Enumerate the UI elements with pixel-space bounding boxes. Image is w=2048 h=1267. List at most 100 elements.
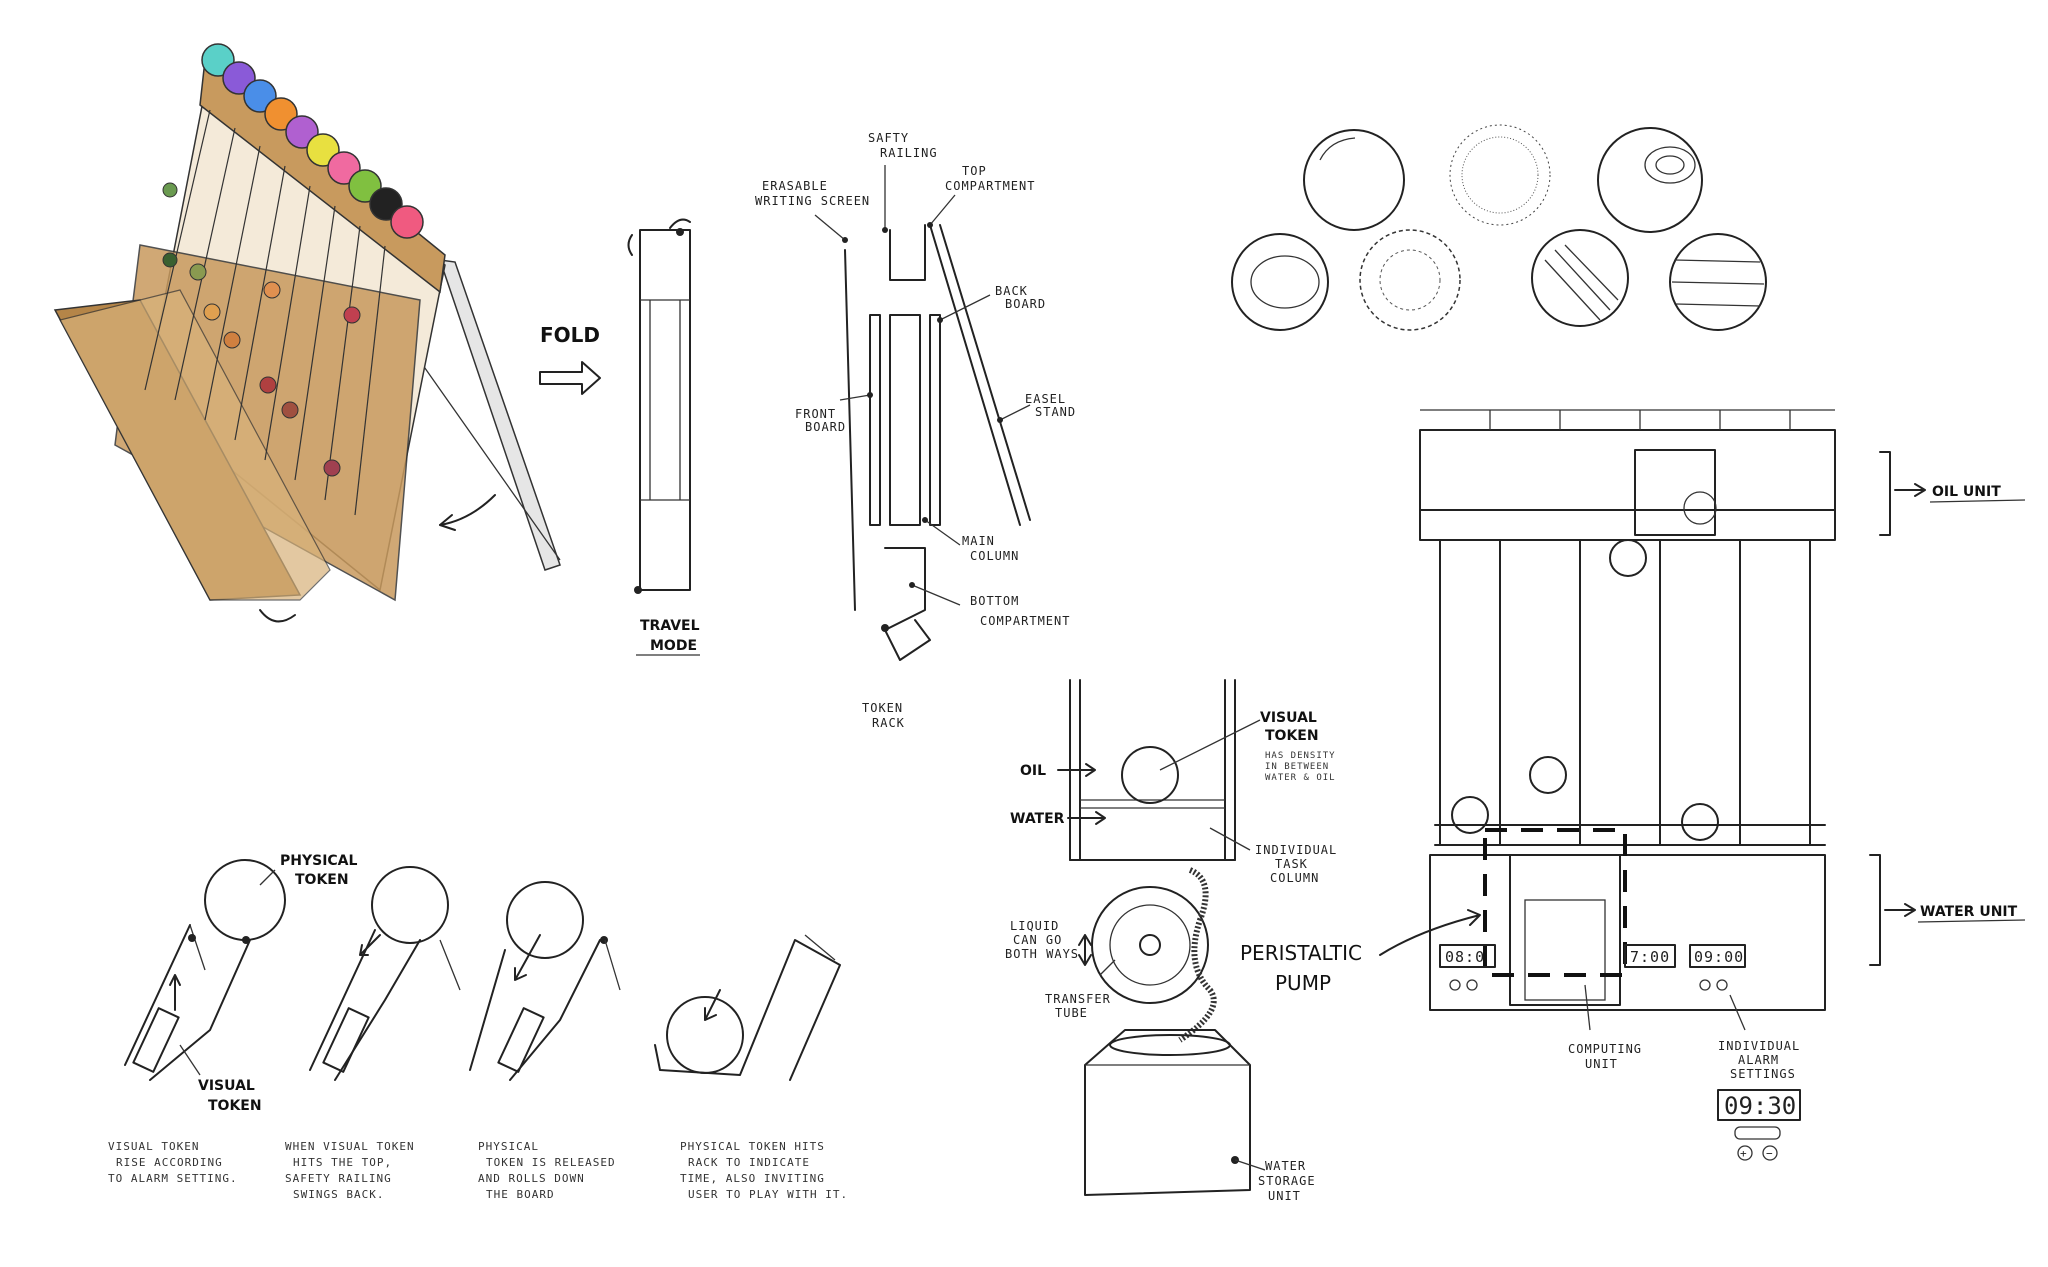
- alarm-settings-label-2: ALARM: [1738, 1053, 1779, 1067]
- computing-unit-label-2: UNIT: [1585, 1057, 1618, 1071]
- sequence-step-2: [309, 866, 461, 1081]
- sequence-step-1: PHYSICAL TOKEN VISUAL TOKEN: [124, 853, 358, 1114]
- water-storage-label-2: STORAGE: [1258, 1174, 1316, 1188]
- liquid-note-2: CAN GO: [1013, 933, 1062, 947]
- water-storage-label-1: WATER: [1265, 1159, 1306, 1173]
- minus-icon: [1762, 1145, 1778, 1161]
- sequence-caption-line: TIME, ALSO INVITING: [680, 1172, 825, 1185]
- erasable-screen-label-2: WRITING SCREEN: [755, 194, 870, 208]
- sequence-caption-line: PHYSICAL: [478, 1140, 539, 1153]
- back-board-label-1: BACK: [995, 284, 1028, 298]
- visual-token-label-1: VISUAL: [198, 1078, 255, 1094]
- alarm-display-2: 7:00: [1624, 944, 1676, 968]
- sequence-caption-line: TOKEN IS RELEASED: [486, 1156, 616, 1169]
- sequence-caption-line: SAFETY RAILING: [285, 1172, 392, 1185]
- transfer-tube: [1178, 867, 1217, 1043]
- alarm-sequence: PHYSICAL TOKEN VISUAL TOKEN: [108, 853, 848, 1201]
- sequence-caption-line: USER TO PLAY WITH IT.: [688, 1188, 848, 1201]
- top-compartment-label-1: TOP: [962, 164, 987, 178]
- clear-sphere: [1231, 233, 1329, 331]
- bottom-compartment-label-2: COMPARTMENT: [980, 614, 1070, 628]
- back-board-part: [929, 314, 941, 526]
- easel-stand-label-1: EASEL: [1025, 392, 1066, 406]
- easel-stand-part: [929, 224, 1021, 526]
- pump-diagram: OIL WATER VISUAL TOKEN HAS DENSITY IN BE…: [1005, 679, 1481, 1203]
- fold-label: FOLD: [540, 323, 600, 347]
- easel-stand-label-2: STAND: [1035, 405, 1076, 419]
- alarm-setting-detail: 09:30 + −: [1717, 1089, 1801, 1161]
- token-rack-label-1: TOKEN: [862, 701, 903, 715]
- front-board-label-1: FRONT: [795, 407, 836, 421]
- glass-sphere: [1303, 129, 1405, 231]
- wood-grain-sphere: [1597, 127, 1703, 233]
- sequence-caption-line: SWINGS BACK.: [293, 1188, 384, 1201]
- water-unit-label: WATER UNIT: [1920, 904, 2018, 920]
- sequence-caption-line: PHYSICAL TOKEN HITS: [680, 1140, 825, 1153]
- oil-label: OIL: [1020, 763, 1046, 779]
- back-board-label-2: BOARD: [1005, 297, 1046, 311]
- hatched-sphere: [1531, 229, 1629, 327]
- water-storage-label-3: UNIT: [1268, 1189, 1301, 1203]
- bottom-compartment-part: [884, 547, 926, 631]
- bumpy-sphere: [1359, 229, 1461, 331]
- cutaway-unit: 08:0 7:00 09:00 OIL UNIT WATER UNIT COMP…: [1419, 409, 2026, 1161]
- fold-indicator: FOLD: [539, 323, 601, 395]
- peristaltic-label-2: PUMP: [1275, 971, 1331, 995]
- density-note-1: HAS DENSITY: [1265, 751, 1336, 761]
- transfer-tube-label-1: TRANSFER: [1045, 992, 1111, 1006]
- top-compartment-part: [889, 224, 926, 281]
- sequence-caption-line: VISUAL TOKEN: [108, 1140, 199, 1153]
- svg-text:08:0: 08:0: [1445, 948, 1485, 966]
- fuzzy-sphere: [1449, 124, 1551, 226]
- liquid-note-1: LIQUID: [1010, 919, 1059, 933]
- sequence-caption-line: TO ALARM SETTING.: [108, 1172, 238, 1185]
- svg-text:7:00: 7:00: [1630, 948, 1670, 966]
- svg-text:09:00: 09:00: [1694, 948, 1744, 966]
- safety-railing-label-1: SAFTY: [868, 131, 909, 145]
- front-board-label-2: BOARD: [805, 420, 846, 434]
- transfer-tube-label-2: TUBE: [1055, 1006, 1088, 1020]
- alarm-display-3: 09:00: [1689, 944, 1746, 991]
- big-alarm-display: 09:30: [1724, 1092, 1796, 1120]
- oil-unit-label: OIL UNIT: [1932, 484, 2001, 500]
- token-texture-studies: [1231, 124, 1767, 331]
- top-compartment-label-2: COMPARTMENT: [945, 179, 1035, 193]
- visual-token-ball: [1121, 746, 1179, 804]
- erasable-screen-part: [844, 249, 856, 611]
- main-column-part: [889, 314, 921, 526]
- sequence-step-3: [469, 881, 621, 1081]
- travel-mode-sketch: TRAVEL MODE: [627, 218, 700, 656]
- alarm-display-1: 08:0: [1439, 944, 1496, 991]
- arrow-right-icon: [539, 361, 601, 395]
- computing-highlight: [1483, 828, 1627, 977]
- physical-token-label-1: PHYSICAL: [280, 853, 358, 869]
- exploded-view: SAFTY RAILING ERASABLE WRITING SCREEN TO…: [755, 131, 1076, 730]
- visual-token-label-2: TOKEN: [208, 1098, 262, 1114]
- svg-text:+: +: [1740, 1147, 1748, 1160]
- physical-token-label-2: TOKEN: [295, 872, 349, 888]
- sequence-caption-line: AND ROLLS DOWN: [478, 1172, 585, 1185]
- alarm-settings-label-1: INDIVIDUAL: [1718, 1039, 1800, 1053]
- main-column-label-1: MAIN: [962, 534, 995, 548]
- sequence-caption-line: HITS THE TOP,: [293, 1156, 392, 1169]
- main-column-label-2: COLUMN: [970, 549, 1019, 563]
- density-note-3: WATER & OIL: [1265, 773, 1336, 783]
- task-column-label-2: TASK: [1275, 857, 1308, 871]
- peristaltic-label-1: PERISTALTIC: [1240, 941, 1362, 965]
- fan-icon: [1683, 491, 1717, 525]
- travel-mode-label-2: MODE: [650, 638, 697, 654]
- front-board-part: [869, 314, 881, 526]
- token-row: [201, 43, 424, 239]
- task-column-label-1: INDIVIDUAL: [1255, 843, 1337, 857]
- water-label: WATER: [1010, 811, 1065, 827]
- alarm-settings-label-3: SETTINGS: [1730, 1067, 1796, 1081]
- pump-visual-token-label-1: VISUAL: [1260, 710, 1317, 726]
- plus-icon: [1737, 1145, 1753, 1161]
- svg-text:−: −: [1766, 1147, 1774, 1160]
- liquid-note-3: BOTH WAYS: [1005, 947, 1079, 961]
- sequence-step-4: [654, 934, 841, 1081]
- color-token: [390, 205, 424, 239]
- sequence-caption-line: RACK TO INDICATE: [688, 1156, 810, 1169]
